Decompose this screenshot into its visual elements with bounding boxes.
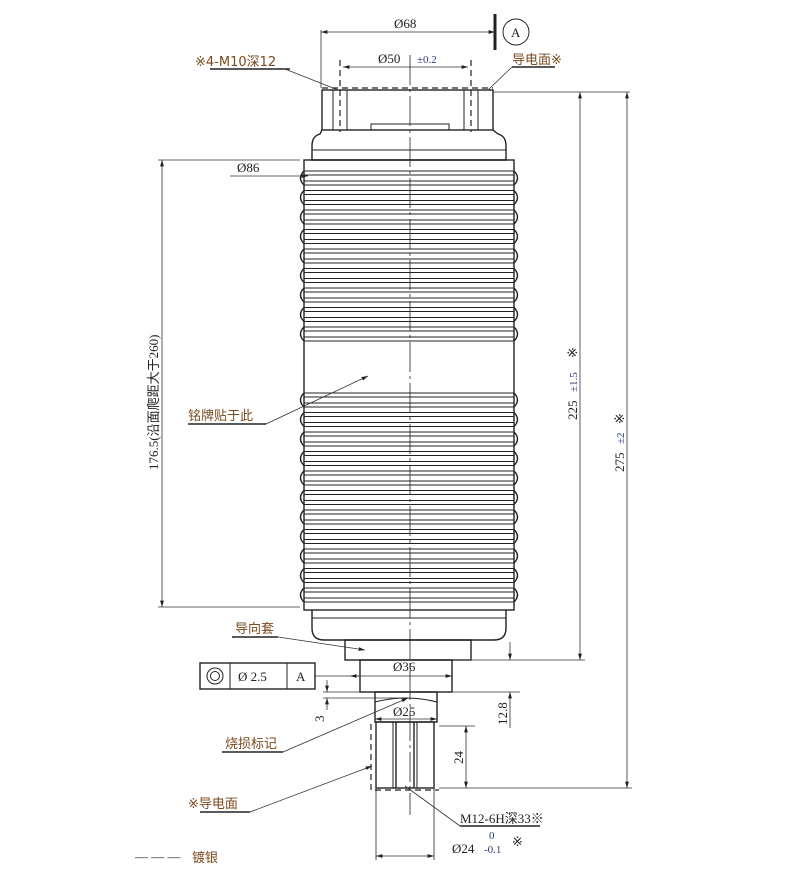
- tolerance-datum: A: [296, 669, 306, 684]
- label-nameplate: 铭牌贴于此: [188, 408, 253, 424]
- datum-a-label: A: [511, 25, 521, 40]
- legend-label: 镀银: [192, 850, 218, 866]
- dim-h24: 24: [451, 751, 466, 765]
- moving-conductor: [370, 721, 439, 860]
- dim-d25: Ø25: [393, 704, 415, 719]
- dim-h275: 275: [612, 453, 627, 473]
- upper-cap: [311, 129, 507, 161]
- dim-h225-tol: ±1.5: [568, 372, 580, 392]
- datum-a-circle: [502, 18, 530, 46]
- label-thread: M12-6H深33※: [460, 811, 544, 826]
- label-top-conductive: 导电面※: [512, 53, 562, 68]
- label-bottom-conductive: ※导电面: [188, 797, 238, 812]
- insulator-rib: [299, 392, 519, 408]
- insulator-rib: [299, 529, 519, 544]
- insulator-rib: [299, 268, 519, 283]
- insulator-rib: [299, 248, 519, 264]
- legend-line: — — —: [134, 849, 182, 864]
- insulator-rib: [299, 209, 519, 225]
- dim-d24-tol-upper: 0: [489, 830, 495, 842]
- dim-d50: Ø50: [378, 51, 400, 66]
- dim-d24-tol-lower: -0.1: [484, 844, 501, 856]
- insulator-rib: [299, 412, 519, 427]
- tolerance-value: Ø 2.5: [238, 669, 267, 684]
- insulator-rib: [299, 190, 519, 205]
- insulator-rib: [299, 490, 519, 505]
- insulator-rib: [299, 451, 519, 466]
- dim-h176: 176.5(沿面爬距大于260): [146, 335, 161, 470]
- lower-cap: [311, 610, 507, 641]
- insulator-rib: [299, 229, 519, 244]
- insulator-rib: [299, 470, 519, 486]
- insulator-rib: [299, 431, 519, 447]
- label-guide-sleeve: 导向套: [235, 621, 274, 637]
- label-top-holes: ※4-M10深12: [195, 55, 276, 70]
- ribbed-insulator: [299, 159, 519, 611]
- insulator-rib: [299, 287, 519, 303]
- top-flange: [321, 60, 494, 132]
- insulator-rib: [299, 326, 519, 342]
- dim-d86: Ø86: [237, 160, 260, 175]
- concentricity-icon: [206, 667, 224, 685]
- dim-h225: 225: [565, 401, 580, 421]
- dim-d24: Ø24: [452, 841, 475, 856]
- insulator-rib: [299, 509, 519, 525]
- label-burn-mark: 烧损标记: [225, 737, 277, 752]
- insulator-rib: [299, 587, 519, 603]
- tolerance-frame: Ø 2.5 A: [199, 662, 360, 690]
- dim-d68: Ø68: [394, 16, 416, 31]
- dim-h3: 3: [312, 716, 327, 723]
- insulator-rib: [299, 307, 519, 322]
- insulator-rib: [299, 170, 519, 186]
- dim-h275-tol: ±2: [615, 432, 627, 444]
- dim-h12-8: 12.8: [495, 702, 510, 725]
- dim-h225-mark: ※: [565, 347, 580, 358]
- dim-h275-mark: ※: [612, 413, 627, 424]
- insulator-rib: [299, 548, 519, 564]
- dim-d24-mark: ※: [512, 834, 523, 849]
- dim-d50-tol: ±0.2: [417, 54, 437, 66]
- dim-d36: Ø36: [393, 659, 416, 674]
- insulator-rib: [299, 568, 519, 583]
